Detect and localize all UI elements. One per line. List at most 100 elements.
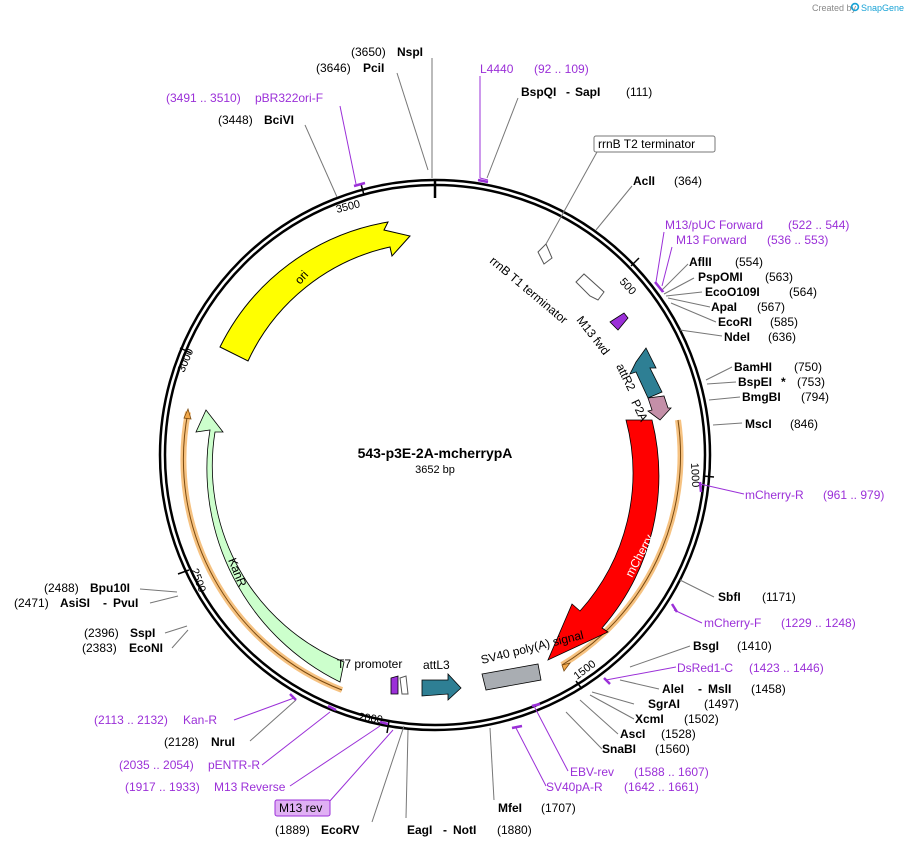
bmgbi-pos: (794) [801,390,829,404]
rrnbt1-label: rrnB T1 terminator [487,254,570,327]
sv40-feature [481,663,542,691]
attl3-feature [421,672,462,701]
ori-feature [219,221,411,362]
acli-pos: (364) [674,174,702,188]
alei-site[interactable]: AleI [662,682,684,696]
sgrai-pos: (1497) [704,697,739,711]
nrui-site[interactable]: NruI [211,735,235,749]
snapgene-brand: SnapGene [861,3,904,13]
plasmid-length: 3652 bp [415,464,455,476]
eagi-pos: (1880) [497,823,532,837]
m13f-range: (536 .. 553) [767,233,828,247]
m13reverse-primer[interactable]: M13 Reverse [214,780,286,794]
eagi-site[interactable]: EagI [407,823,432,837]
sv40par-primer[interactable]: SV40pA-R [546,780,603,794]
bamhi-pos: (750) [794,360,822,374]
apai-pos: (567) [757,300,785,314]
ecoo109i-site[interactable]: EcoO109I [705,285,760,299]
bcivi-site[interactable]: BciVI [264,113,294,127]
mcherryr-primer[interactable]: mCherry-R [745,488,804,502]
econi-pos: (2383) [82,641,117,655]
bmgbi-site[interactable]: BmgBI [742,390,781,404]
sapi-dash: - [566,85,570,99]
dsred-primer[interactable]: DsRed1-C [677,661,733,675]
xcmi-pos: (1502) [684,712,719,726]
bpu10i-site[interactable]: Bpu10I [90,581,130,595]
mcherryr-range: (961 .. 979) [823,488,884,502]
kanr-orf-arrow [183,407,192,420]
noti-dash: - [443,823,447,837]
created-by-text: Created by [812,3,857,13]
bsgi-site[interactable]: BsgI [693,639,719,653]
pspomi-site[interactable]: PspOMI [698,270,743,284]
rrnbt2-label: rrnB T2 terminator [598,137,695,151]
asisi-site[interactable]: AsiSI [60,596,90,610]
ebv-range: (1588 .. 1607) [634,765,709,779]
l4440-primer[interactable]: L4440 [480,62,514,76]
sapi-site[interactable]: SapI [575,85,600,99]
attl3-label: attL3 [423,658,450,672]
snapgene-logo [850,2,860,12]
asci-site[interactable]: AscI [620,727,645,741]
econi-site[interactable]: EcoNI [129,641,163,655]
kanr-primer[interactable]: Kan-R [183,713,217,727]
m13rev-label[interactable]: M13 rev [279,801,322,815]
mcherryf-primer[interactable]: mCherry-F [704,616,761,630]
tick-3000: 3000 [176,347,197,374]
msli-site[interactable]: MslI [708,682,731,696]
rrnbt1-feature [575,273,605,301]
p2a-feature [647,395,672,421]
ebv-primer[interactable]: EBV-rev [570,765,614,779]
bspei-star: * [781,375,786,389]
apai-site[interactable]: ApaI [711,300,737,314]
mcherry-orf-arrow [561,662,571,672]
noti-site[interactable]: NotI [453,823,476,837]
mfei-site[interactable]: MfeI [498,801,522,815]
tick-500: 500 [617,276,638,298]
ecorv-pos: (1889) [275,823,310,837]
aflii-site[interactable]: AflII [689,255,712,269]
pbr-range: (3491 .. 3510) [166,91,241,105]
bpu10i-pos: (2488) [44,581,79,595]
bspei-site[interactable]: BspEI [738,375,772,389]
msci-site[interactable]: MscI [745,417,772,431]
attr2-feature [629,347,663,399]
acli-site[interactable]: AclI [633,174,655,188]
rrnbt2-box [593,135,716,153]
pentr-range: (2035 .. 2054) [119,758,194,772]
bspqi-site[interactable]: BspQI [521,85,556,99]
m13f-primer[interactable]: M13 Forward [676,233,747,247]
bcivi-pos: (3448) [218,113,253,127]
nspi-pos: (3650) [351,45,386,59]
bspqi-pos: (111) [626,85,652,99]
xcmi-site[interactable]: XcmI [635,712,664,726]
ecori-site[interactable]: EcoRI [718,315,752,329]
alei-pos: (1458) [751,682,786,696]
tick-1000: 1000 [688,463,701,488]
sbfi-site[interactable]: SbfI [718,590,741,604]
sspi-pos: (2396) [84,626,119,640]
nspi-site[interactable]: NspI [397,45,423,59]
ecorv-site[interactable]: EcoRV [321,823,359,837]
sspi-site[interactable]: SspI [130,626,155,640]
kanr-feature [195,409,345,683]
msli-dash: - [698,682,702,696]
sgrai-site[interactable]: SgrAI [648,697,680,711]
pbr-primer[interactable]: pBR322ori-F [255,91,323,105]
snabi-site[interactable]: SnaBI [602,742,636,756]
pvui-site[interactable]: PvuI [113,596,138,610]
m13puc-primer[interactable]: M13/pUC Forward [665,218,763,232]
sbfi-pos: (1171) [762,590,796,604]
mfei-pos: (1707) [541,801,576,815]
pentr-primer[interactable]: pENTR-R [208,758,260,772]
position-ticks [177,183,715,734]
pcii-site[interactable]: PciI [363,61,384,75]
sv40par-range: (1642 .. 1661) [624,780,699,794]
m13rev-box [274,799,331,817]
ecoo109i-pos: (564) [789,285,817,299]
bamhi-site[interactable]: BamHI [734,360,772,374]
mcherry-feature [547,419,660,661]
site-leader-lines [139,58,743,823]
ndei-site[interactable]: NdeI [724,330,750,344]
